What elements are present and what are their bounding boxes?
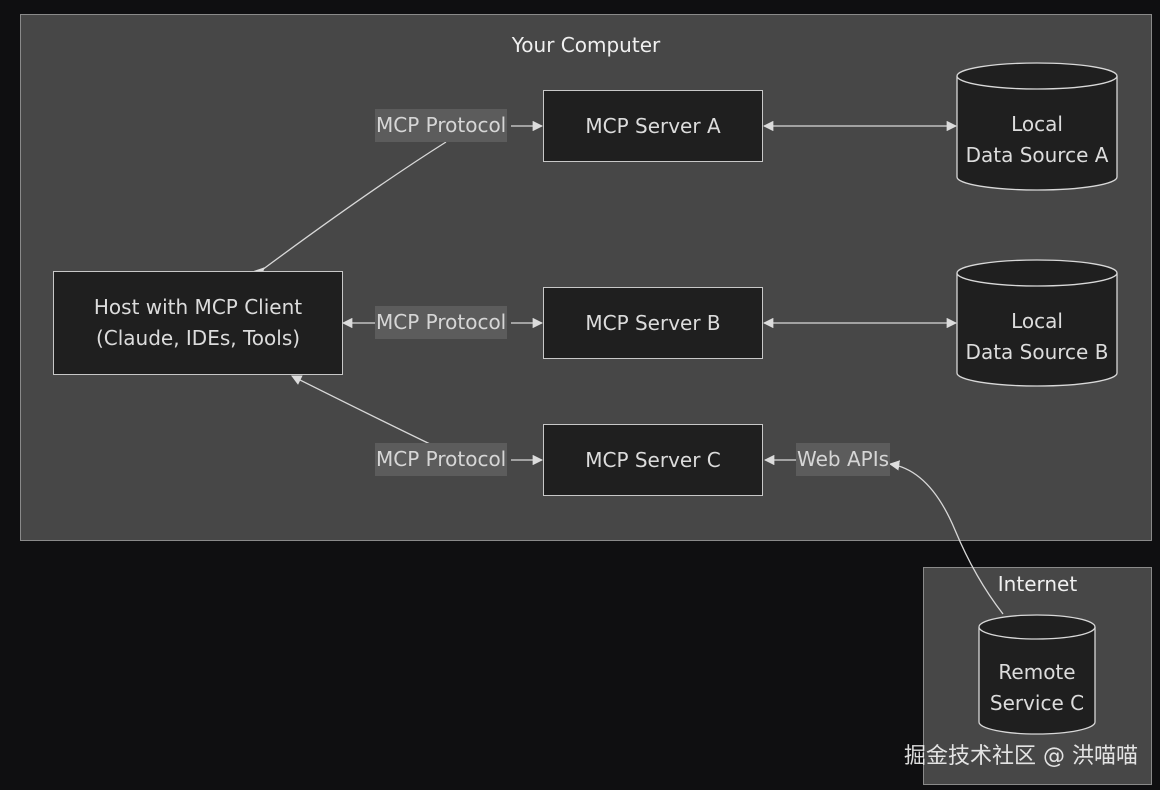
remote-c-label[interactable]: Remote Service C bbox=[979, 657, 1095, 719]
source-a-line-2: Data Source A bbox=[965, 143, 1109, 167]
edge-label-protocol-c: MCP Protocol bbox=[375, 443, 508, 476]
host-node-line-2: (Claude, IDEs, Tools) bbox=[95, 326, 301, 350]
database-icon-source-a bbox=[956, 62, 1118, 191]
edge-host-to-server-a bbox=[261, 141, 447, 271]
source-b-line-1: Local bbox=[1011, 309, 1063, 333]
host-node[interactable]: Host with MCP Client (Claude, IDEs, Tool… bbox=[53, 271, 343, 375]
edge-server-c-to-host bbox=[291, 375, 431, 445]
remote-c-line-1: Remote bbox=[998, 660, 1076, 684]
server-a-label: MCP Server A bbox=[585, 113, 721, 138]
cluster-title-internet: Internet bbox=[997, 572, 1078, 596]
server-c-label: MCP Server C bbox=[585, 447, 721, 472]
source-b-label[interactable]: Local Data Source B bbox=[957, 306, 1117, 368]
source-a-label[interactable]: Local Data Source A bbox=[957, 109, 1117, 171]
database-icon-remote-c bbox=[978, 614, 1096, 735]
server-c-node[interactable]: MCP Server C bbox=[543, 424, 763, 496]
edge-label-protocol-a: MCP Protocol bbox=[375, 109, 508, 142]
server-b-node[interactable]: MCP Server B bbox=[543, 287, 763, 359]
watermark: 掘金技术社区 @ 洪喵喵 bbox=[904, 744, 1138, 769]
edge-label-protocol-b: MCP Protocol bbox=[375, 306, 508, 339]
server-b-label: MCP Server B bbox=[585, 310, 721, 335]
cluster-title-your-computer: Your Computer bbox=[511, 33, 661, 57]
database-icon-source-b bbox=[956, 259, 1118, 387]
server-a-node[interactable]: MCP Server A bbox=[543, 90, 763, 162]
host-node-line-1: Host with MCP Client bbox=[93, 295, 303, 319]
edge-label-web-apis: Web APIs bbox=[796, 443, 891, 476]
remote-c-line-2: Service C bbox=[989, 691, 1085, 715]
source-a-line-1: Local bbox=[1011, 112, 1063, 136]
source-b-line-2: Data Source B bbox=[965, 340, 1109, 364]
